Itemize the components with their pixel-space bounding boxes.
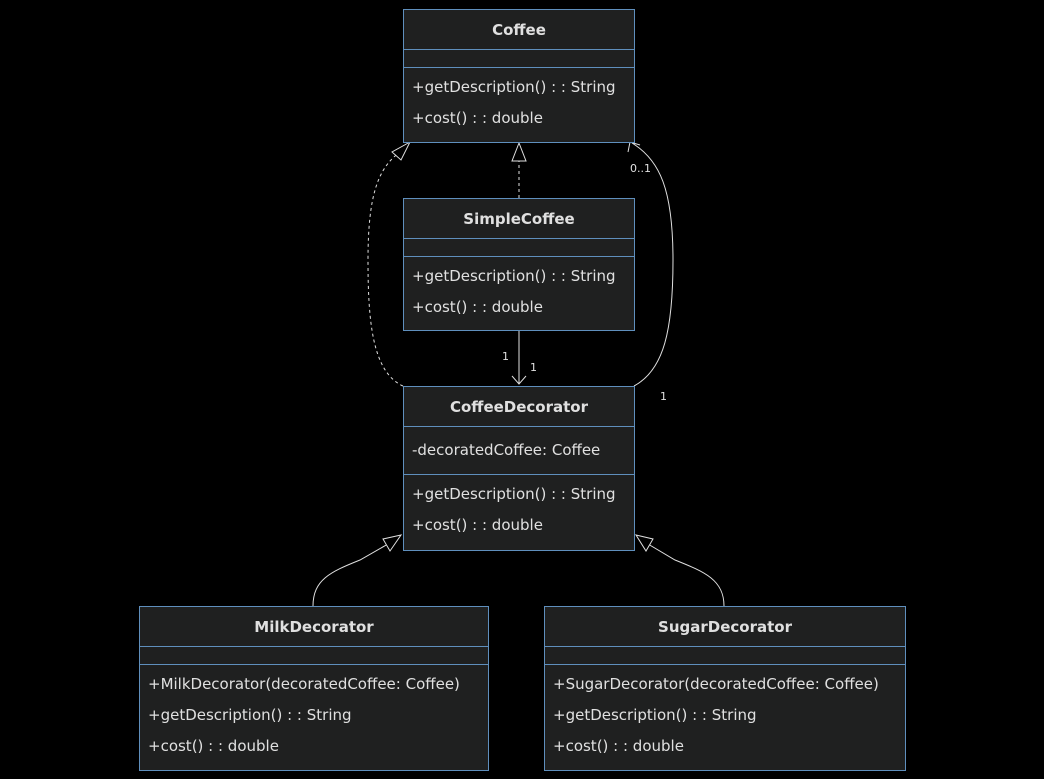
multiplicity-label: 0..1 xyxy=(630,162,651,175)
class-name: SimpleCoffee xyxy=(404,199,634,239)
method: +cost() : : double xyxy=(412,516,543,534)
inheritance-arrow-icon xyxy=(382,534,403,552)
methods-section: +getDescription() : : String +cost() : :… xyxy=(404,475,634,545)
multiplicity-label: 1 xyxy=(502,350,509,363)
method: +cost() : : double xyxy=(412,298,543,316)
class-sugardecorator[interactable]: SugarDecorator +SugarDecorator(decorated… xyxy=(544,606,906,771)
method: +cost() : : double xyxy=(553,737,684,755)
realization-arrow-icon xyxy=(391,140,412,161)
methods-section: +SugarDecorator(decoratedCoffee: Coffee)… xyxy=(545,665,905,766)
methods-section: +getDescription() : : String +cost() : :… xyxy=(404,68,634,138)
inheritance-arrow-icon xyxy=(634,534,654,552)
class-name: Coffee xyxy=(404,10,634,50)
method: +SugarDecorator(decoratedCoffee: Coffee) xyxy=(553,675,879,693)
edge-coffeedecorator-realizes-coffee xyxy=(367,151,404,387)
class-coffeedecorator[interactable]: CoffeeDecorator -decoratedCoffee: Coffee… xyxy=(403,386,635,551)
attributes-section: -decoratedCoffee: Coffee xyxy=(404,427,634,475)
class-coffee[interactable]: Coffee +getDescription() : : String +cos… xyxy=(403,9,635,143)
class-name: CoffeeDecorator xyxy=(404,387,634,427)
realization-arrow-icon xyxy=(511,141,527,162)
method: +getDescription() : : String xyxy=(412,78,616,96)
multiplicity-label: 1 xyxy=(530,361,537,374)
attributes-section xyxy=(404,239,634,257)
method: +cost() : : double xyxy=(148,737,279,755)
class-name: SugarDecorator xyxy=(545,607,905,647)
class-name: MilkDecorator xyxy=(140,607,488,647)
method: +getDescription() : : String xyxy=(553,706,757,724)
method: +getDescription() : : String xyxy=(412,485,616,503)
class-simplecoffee[interactable]: SimpleCoffee +getDescription() : : Strin… xyxy=(403,198,635,331)
methods-section: +getDescription() : : String +cost() : :… xyxy=(404,257,634,327)
multiplicity-label: 1 xyxy=(660,390,667,403)
attribute: -decoratedCoffee: Coffee xyxy=(412,441,601,459)
arrow-down-icon xyxy=(511,375,527,385)
edge-coffeedecorator-association-coffee xyxy=(631,142,674,387)
method: +cost() : : double xyxy=(412,109,543,127)
attributes-section xyxy=(545,647,905,665)
edge-sugardecorator-inherits-coffeedecorator xyxy=(647,543,725,607)
edge-milkdecorator-inherits-coffeedecorator xyxy=(312,543,389,607)
method: +getDescription() : : String xyxy=(412,267,616,285)
method: +getDescription() : : String xyxy=(148,706,352,724)
method: +MilkDecorator(decoratedCoffee: Coffee) xyxy=(148,675,460,693)
methods-section: +MilkDecorator(decoratedCoffee: Coffee) … xyxy=(140,665,488,766)
class-milkdecorator[interactable]: MilkDecorator +MilkDecorator(decoratedCo… xyxy=(139,606,489,771)
attributes-section xyxy=(140,647,488,665)
attributes-section xyxy=(404,50,634,68)
